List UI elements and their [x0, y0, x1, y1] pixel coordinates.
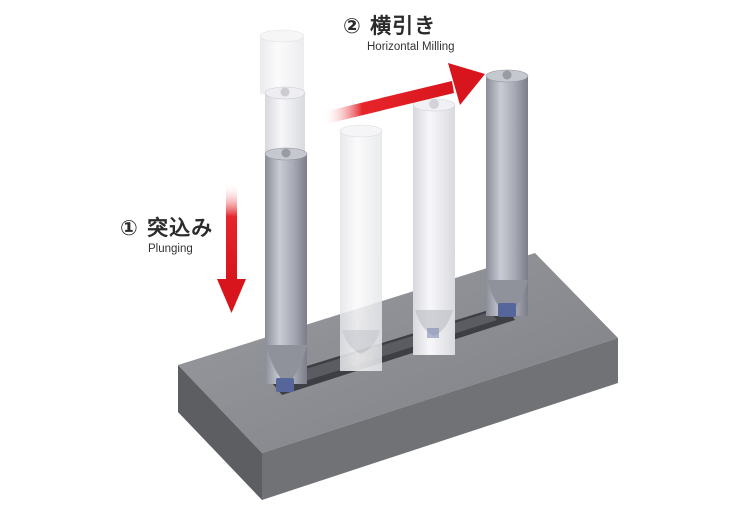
ghost-tool-top	[259, 29, 305, 94]
plunging-label-main: ① 突込み	[120, 216, 214, 240]
insert-icon	[498, 303, 516, 317]
workpiece-front-face	[262, 338, 618, 500]
horizontal-label-main: ② 横引き	[343, 14, 437, 38]
horizontal-label-sub: Horizontal Milling	[367, 41, 455, 53]
workpiece-block	[178, 253, 618, 500]
plunge-arrow	[217, 183, 246, 313]
insert-icon	[276, 378, 294, 392]
horizontal-arrow	[323, 63, 485, 124]
tool-plunging	[264, 147, 308, 392]
workpiece-left-face	[178, 365, 262, 500]
ghost-tool-middle	[339, 124, 383, 371]
ghost-tool-third	[412, 98, 456, 355]
plunging-label: ① 突込み Plunging	[120, 212, 213, 255]
horizontal-milling-label: ② 横引き Horizontal Milling	[343, 10, 455, 53]
tool-horizontal-end	[485, 69, 529, 317]
plunging-label-sub: Plunging	[148, 243, 193, 255]
